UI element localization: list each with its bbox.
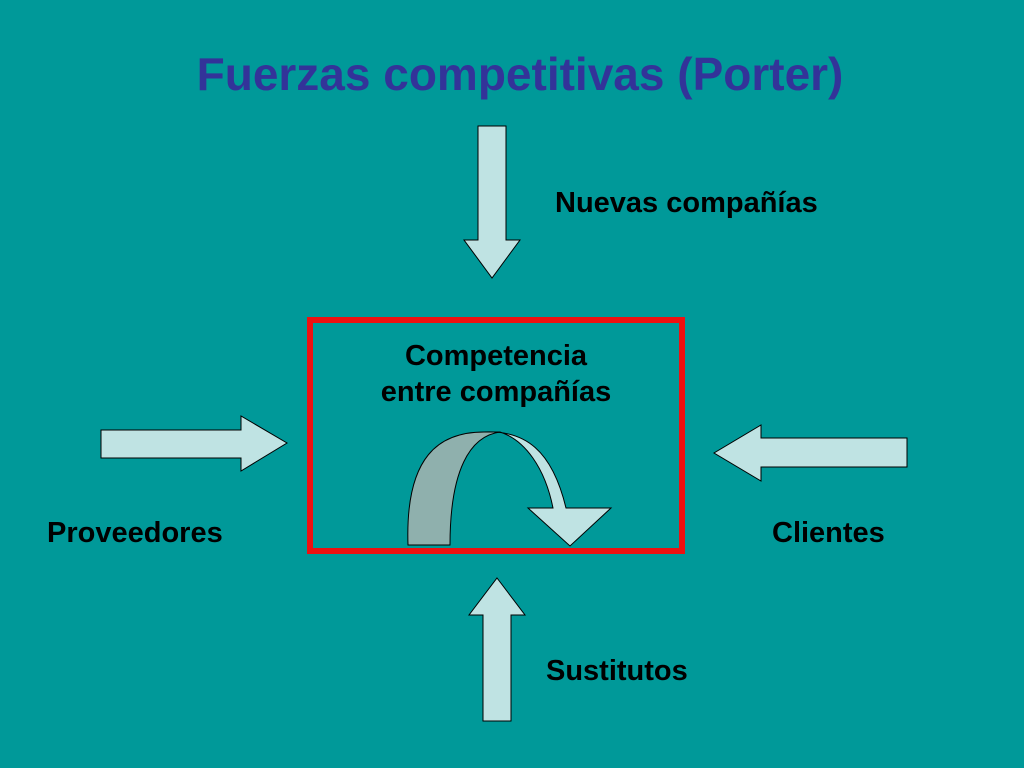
competition-box — [307, 317, 685, 554]
competition-label-line2: entre compañías — [380, 376, 612, 408]
force-label-sustitutos: Sustitutos — [546, 655, 688, 687]
force-label-clientes: Clientes — [772, 517, 885, 549]
arrow-left-icon — [713, 424, 908, 482]
competition-label: Competencia entre compañías — [310, 338, 682, 410]
arrow-right-icon — [100, 415, 288, 472]
curved-arrow-icon — [407, 431, 613, 547]
force-label-proveedores: Proveedores — [47, 517, 223, 549]
force-label-nuevas: Nuevas compañías — [555, 187, 818, 219]
competition-label-line1: Competencia — [404, 340, 588, 372]
arrow-down-icon — [463, 125, 521, 279]
arrow-up-icon — [467, 577, 527, 722]
page-title: Fuerzas competitivas (Porter) — [196, 48, 844, 100]
